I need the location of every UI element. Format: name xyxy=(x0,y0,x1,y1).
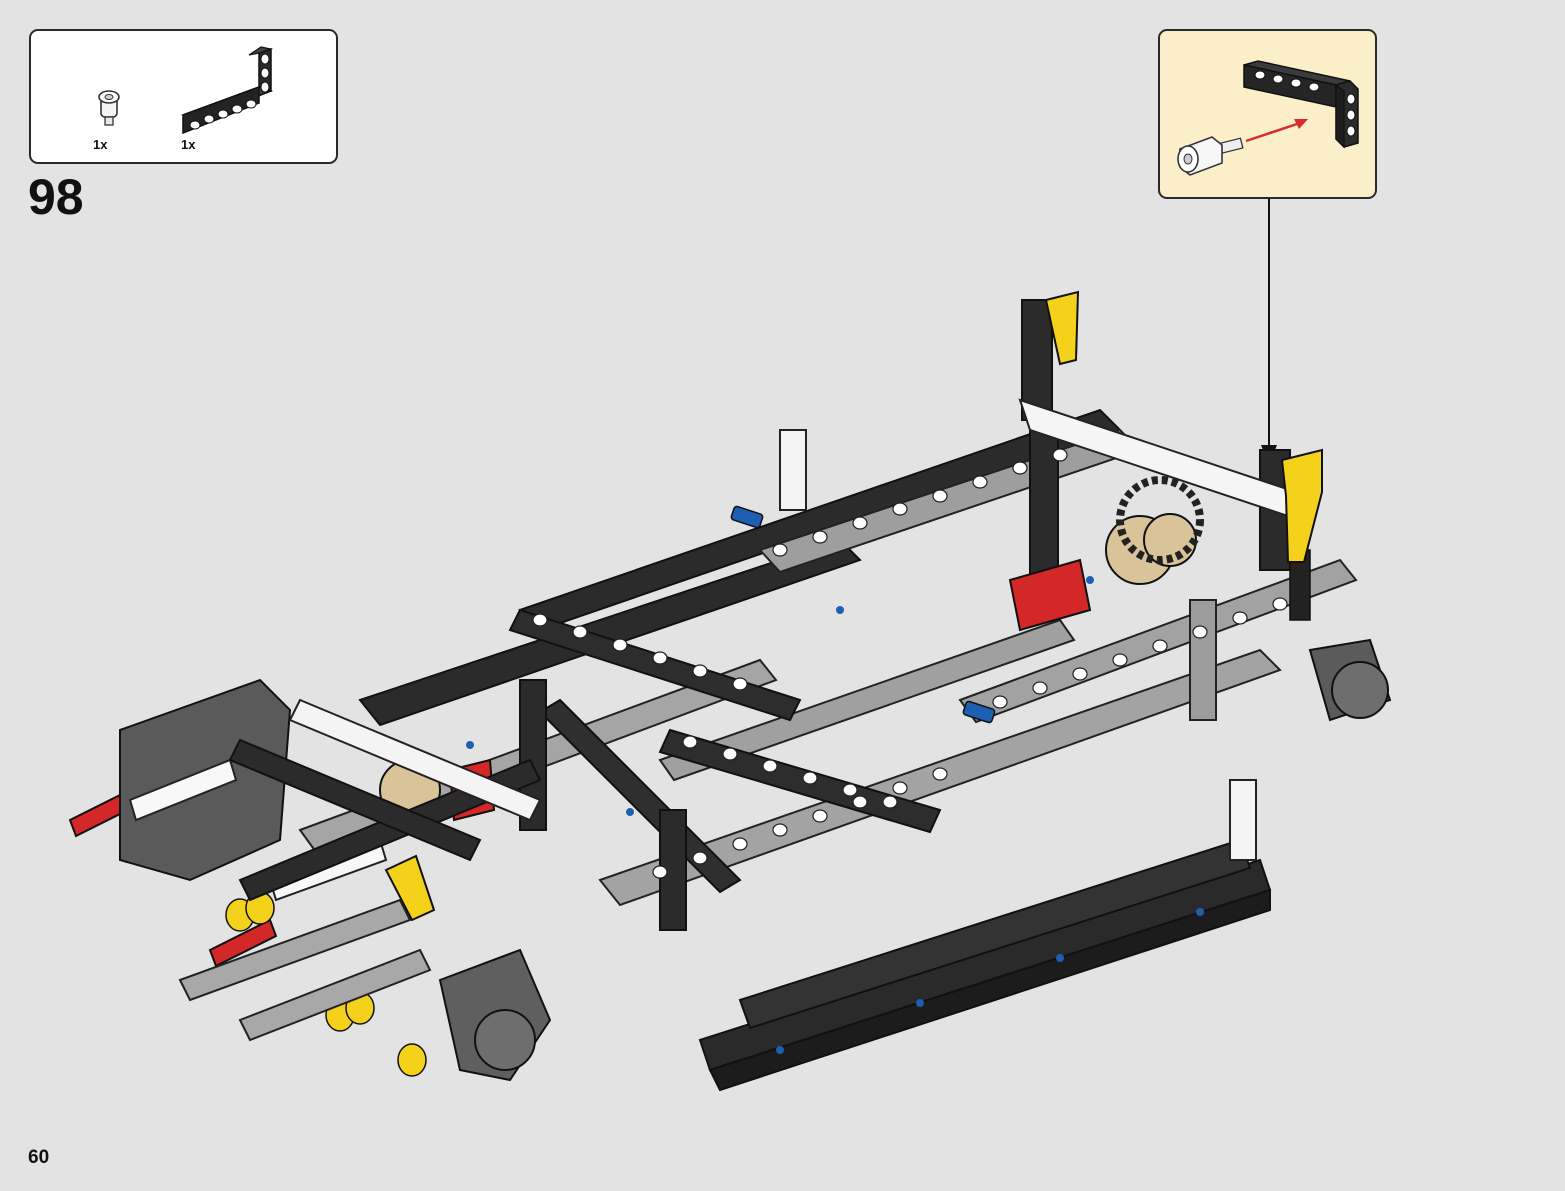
black-l-beam-icon xyxy=(1243,60,1359,149)
parts-list-box: 1x 1x xyxy=(29,29,338,164)
black-l-beam-icon xyxy=(181,46,274,135)
white-connector-icon xyxy=(1177,136,1244,176)
red-arrow-icon xyxy=(1245,119,1308,143)
part-qty-beam: 1x xyxy=(181,137,196,152)
technic-chassis-icon xyxy=(68,290,1392,1092)
step-number: 98 xyxy=(28,169,84,225)
part-qty-connector: 1x xyxy=(93,137,108,152)
callout-box xyxy=(1158,29,1377,199)
white-connector-icon xyxy=(98,90,120,126)
page-number: 60 xyxy=(28,1147,50,1168)
